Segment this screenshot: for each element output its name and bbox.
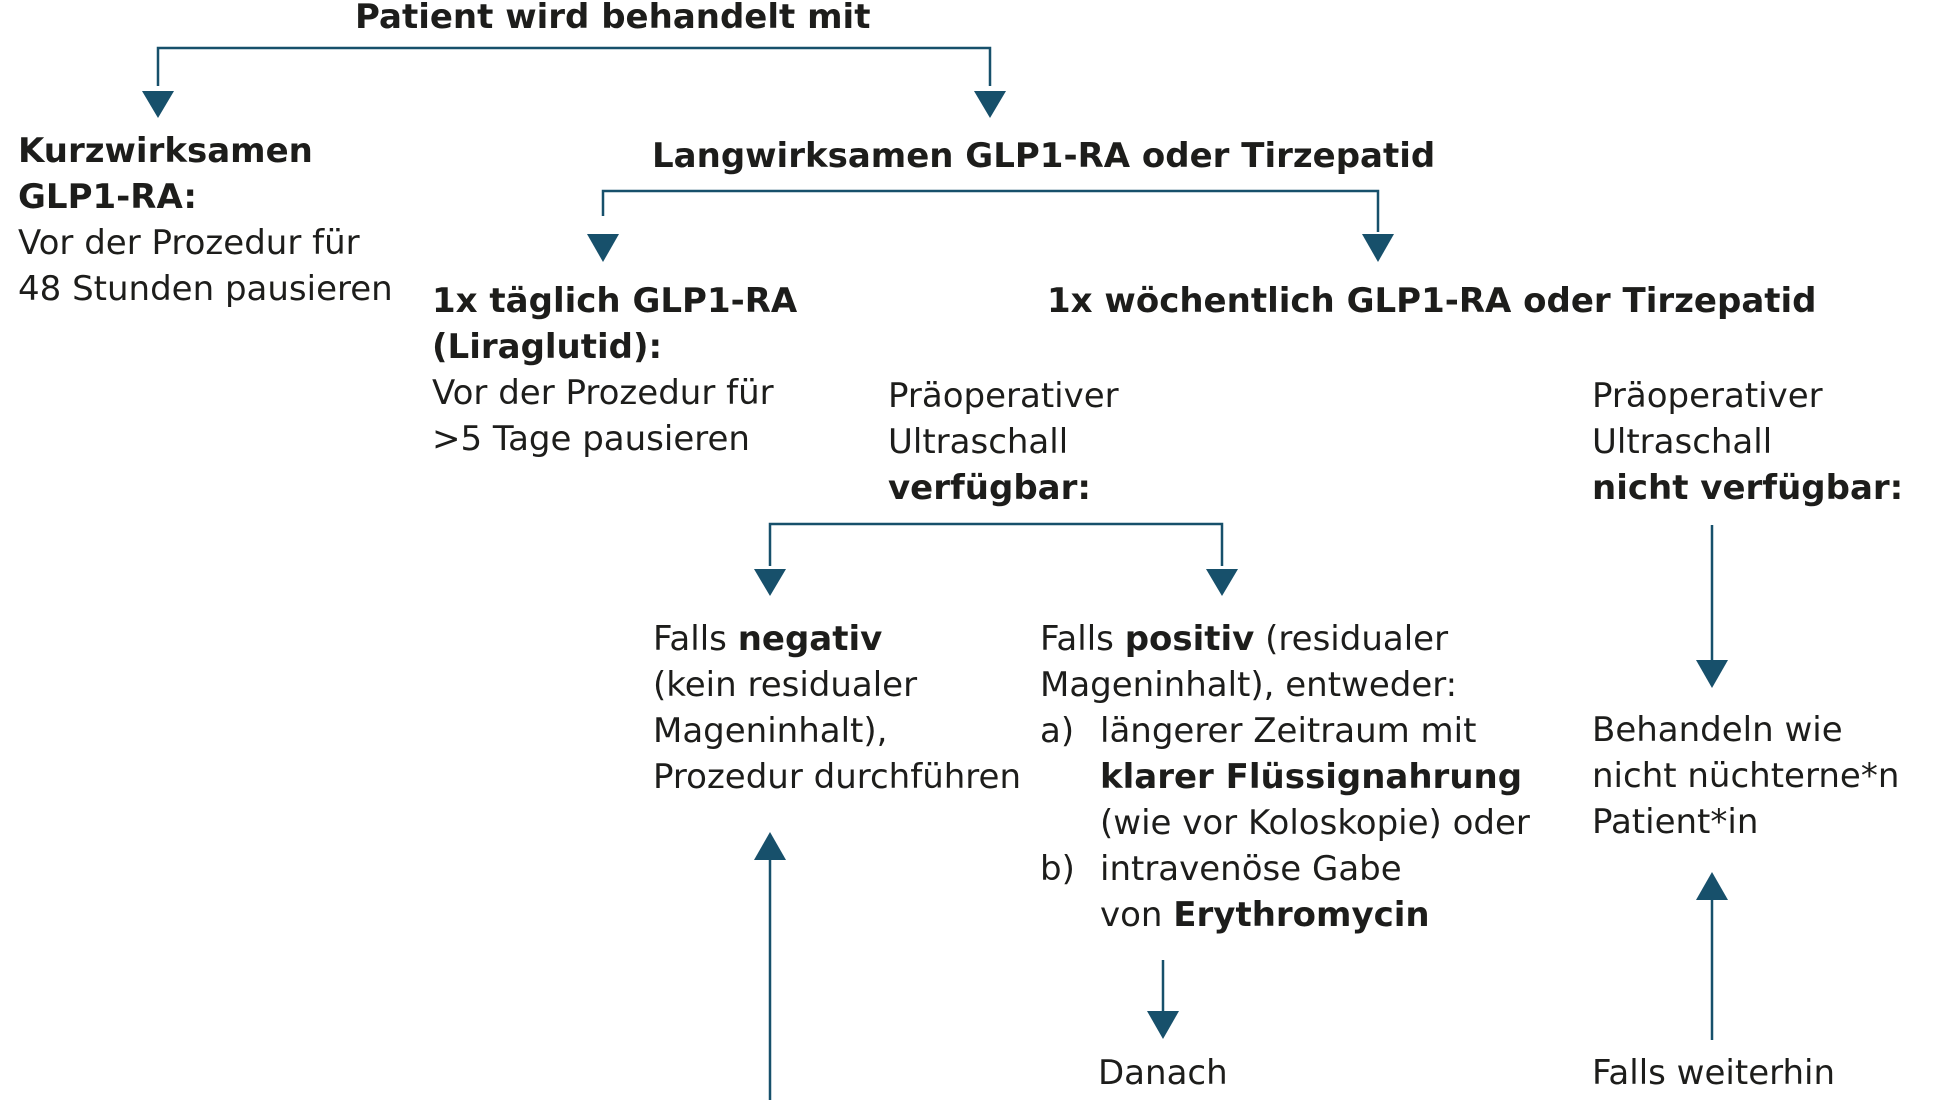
option-a-line-2: klarer Flüssignahrung [1100, 757, 1523, 797]
short-acting-text-2: 48 Stunden pausieren [18, 269, 393, 309]
negative-line-4: Prozedur durchführen [653, 757, 1021, 797]
treat-as-line-2: nicht nüchterne*n [1592, 756, 1900, 796]
after-label: Danach [1098, 1053, 1228, 1093]
option-a-line-1: längerer Zeitraum mit [1100, 711, 1477, 751]
arrowhead-weekly [1362, 234, 1394, 262]
negative-line-2: (kein residualer [653, 665, 918, 705]
arrowhead-up-negative [754, 832, 786, 860]
arrowhead-danach [1147, 1011, 1179, 1039]
us-unavailable-line-1: Präoperativer [1592, 376, 1823, 416]
negative-prefix: Falls [653, 619, 738, 659]
connector-long-acting [601, 189, 1380, 232]
positive-line-2: Mageninhalt), entweder: [1040, 665, 1458, 705]
us-unavailable-line-3: nicht verfügbar: [1592, 468, 1904, 508]
option-b-label: b) [1040, 849, 1075, 889]
option-a-line-3: (wie vor Koloskopie) oder [1100, 803, 1530, 843]
positive-prefix: Falls [1040, 619, 1125, 659]
daily-text-1: Vor der Prozedur für [432, 373, 774, 413]
weekly-title: 1x wöchentlich GLP1-RA oder Tirzepatid [1047, 281, 1817, 321]
short-acting-title-2: GLP1-RA: [18, 177, 197, 217]
us-available-line-1: Präoperativer [888, 376, 1119, 416]
ultrasound-unavailable-box: Präoperativer Ultraschall nicht verfügba… [1592, 373, 1903, 511]
arrowhead-long-acting [974, 91, 1006, 118]
option-b-prefix: von [1100, 895, 1174, 935]
long-acting-title: Langwirksamen GLP1-RA oder Tirzepatid [652, 136, 1436, 176]
positive-suffix: (residualer [1254, 619, 1449, 659]
arrowhead-short-acting [142, 91, 174, 118]
connector-ultrasound [768, 522, 1224, 566]
treat-as-line-1: Behandeln wie [1592, 710, 1843, 750]
us-unavailable-line-2: Ultraschall [1592, 422, 1773, 462]
positive-box: Falls positiv (residualer Mageninhalt), … [1040, 616, 1530, 938]
short-acting-title-1: Kurzwirksamen [18, 131, 313, 171]
connector-root [156, 46, 992, 86]
arrowhead-negative [754, 569, 786, 596]
arrowhead-up-treat [1696, 872, 1728, 900]
ultrasound-available-box: Präoperativer Ultraschall verfügbar: [888, 373, 1119, 511]
root-label: Patient wird behandelt mit [355, 0, 871, 37]
option-b-bold: Erythromycin [1173, 895, 1430, 935]
treat-as-box: Behandeln wie nicht nüchterne*n Patient*… [1592, 707, 1899, 845]
daily-text-2: >5 Tage pausieren [432, 419, 750, 459]
daily-title-2: (Liraglutid): [432, 327, 663, 367]
negative-bold: negativ [737, 619, 883, 659]
option-b-line-1: intravenöse Gabe [1100, 849, 1402, 889]
if-still-label: Falls weiterhin [1592, 1053, 1836, 1093]
us-available-line-2: Ultraschall [888, 422, 1069, 462]
daily-title-1: 1x täglich GLP1-RA [432, 281, 798, 321]
negative-box: Falls negativ (kein residualer Mageninha… [653, 616, 1021, 800]
us-available-line-3: verfügbar: [888, 468, 1091, 508]
negative-line-3: Mageninhalt), [653, 711, 888, 751]
arrowhead-treat-as [1696, 660, 1728, 688]
arrowhead-daily [587, 234, 619, 262]
short-acting-box: Kurzwirksamen GLP1-RA: Vor der Prozedur … [18, 128, 393, 312]
positive-bold: positiv [1124, 619, 1255, 659]
daily-box: 1x täglich GLP1-RA (Liraglutid): Vor der… [432, 278, 797, 462]
arrowhead-positive [1206, 569, 1238, 596]
short-acting-text-1: Vor der Prozedur für [18, 223, 360, 263]
option-a-label: a) [1040, 711, 1075, 751]
treat-as-line-3: Patient*in [1592, 802, 1759, 842]
